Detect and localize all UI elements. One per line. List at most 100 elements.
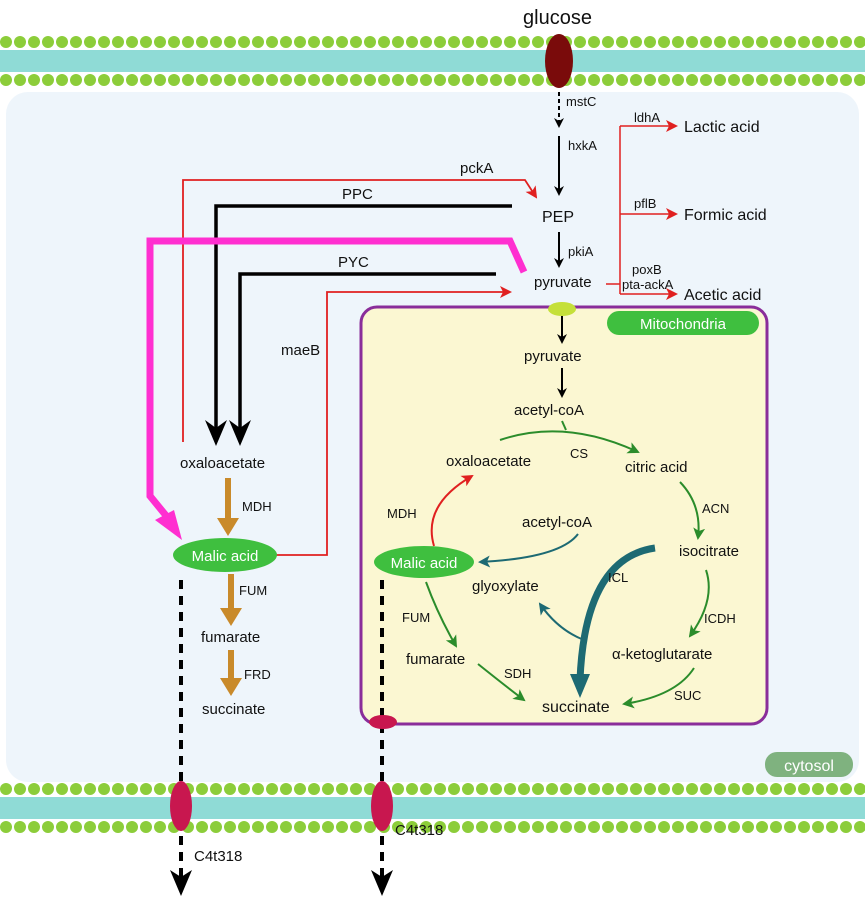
lipid-head bbox=[756, 36, 768, 48]
cs-arrow bbox=[499, 430, 640, 454]
lactic-acid-label: Lactic acid bbox=[684, 119, 760, 136]
lipid-head bbox=[56, 783, 68, 795]
lipid-head bbox=[644, 74, 656, 86]
lipid-head bbox=[504, 821, 516, 833]
lipid-head bbox=[308, 821, 320, 833]
lipid-head bbox=[196, 783, 208, 795]
lipid-head bbox=[224, 821, 236, 833]
left-export-arrowhead bbox=[170, 870, 192, 896]
lipid-head bbox=[574, 783, 586, 795]
lipid-head bbox=[574, 74, 586, 86]
glucose-transporter bbox=[545, 34, 573, 88]
sdh-label: SDH bbox=[504, 666, 531, 681]
lipid-head bbox=[602, 36, 614, 48]
right-export-arrowhead bbox=[371, 870, 393, 896]
oxaloacetate-cytosol-label: oxaloacetate bbox=[180, 455, 265, 472]
lipid-head bbox=[392, 36, 404, 48]
lipid-head bbox=[210, 783, 222, 795]
lipid-head bbox=[350, 74, 362, 86]
lipid-head bbox=[98, 74, 110, 86]
lipid-head bbox=[700, 74, 712, 86]
lipid-head bbox=[84, 36, 96, 48]
lipid-head bbox=[308, 74, 320, 86]
lipid-head bbox=[0, 74, 12, 86]
lipid-head bbox=[322, 36, 334, 48]
lipid-head bbox=[84, 74, 96, 86]
fermentation-branches bbox=[606, 120, 678, 300]
pkia-label: pkiA bbox=[568, 244, 594, 259]
lipid-head bbox=[336, 36, 348, 48]
formic-acid-label: Formic acid bbox=[684, 207, 767, 224]
ppc-path bbox=[214, 204, 512, 440]
lipid-head bbox=[406, 821, 418, 833]
maeb-arrow bbox=[276, 286, 512, 556]
lipid-head bbox=[630, 821, 642, 833]
lipid-head bbox=[644, 36, 656, 48]
lipid-head bbox=[728, 74, 740, 86]
lipid-head bbox=[322, 74, 334, 86]
lipid-head bbox=[196, 821, 208, 833]
lipid-head bbox=[406, 74, 418, 86]
lipid-head bbox=[392, 783, 404, 795]
lipid-head bbox=[168, 36, 180, 48]
lipid-head bbox=[770, 821, 782, 833]
oxaloacetate-mito-label: oxaloacetate bbox=[446, 453, 531, 470]
lipid-head bbox=[140, 821, 152, 833]
lipid-head bbox=[448, 74, 460, 86]
cs-label: CS bbox=[570, 446, 588, 461]
acetyl-coa-label: acetyl-coA bbox=[514, 402, 584, 419]
lipid-head bbox=[0, 36, 12, 48]
lipid-head bbox=[630, 74, 642, 86]
lipid-head bbox=[826, 821, 838, 833]
lipid-head bbox=[294, 36, 306, 48]
lipid-head bbox=[280, 821, 292, 833]
lipid-head bbox=[28, 821, 40, 833]
lipid-head bbox=[854, 783, 865, 795]
lipid-head bbox=[182, 74, 194, 86]
right-c4t318-label: C4t318 bbox=[395, 822, 443, 839]
ms-arrow bbox=[478, 533, 579, 568]
lipid-head bbox=[490, 36, 502, 48]
lipid-head bbox=[714, 36, 726, 48]
lipid-head bbox=[238, 36, 250, 48]
pyc-label: PYC bbox=[338, 254, 369, 271]
lipid-head bbox=[112, 821, 124, 833]
lipid-head bbox=[784, 74, 796, 86]
lipid-head bbox=[70, 74, 82, 86]
lipid-head bbox=[182, 36, 194, 48]
lipid-head bbox=[854, 74, 865, 86]
lipid-head bbox=[42, 74, 54, 86]
lipid-head bbox=[154, 74, 166, 86]
pta-acka-label: pta-ackA bbox=[622, 277, 674, 292]
lipid-head bbox=[476, 821, 488, 833]
lipid-head bbox=[812, 821, 824, 833]
lipid-head bbox=[798, 36, 810, 48]
lipid-head bbox=[378, 36, 390, 48]
lipid-head bbox=[644, 821, 656, 833]
lipid-head bbox=[378, 74, 390, 86]
icdh-label: ICDH bbox=[704, 611, 736, 626]
lipid-head bbox=[336, 821, 348, 833]
lipid-head bbox=[826, 74, 838, 86]
fum-cytosol-arrowhead bbox=[220, 608, 242, 626]
lipid-head bbox=[112, 36, 124, 48]
lipid-head bbox=[532, 36, 544, 48]
lipid-head bbox=[658, 36, 670, 48]
magenta-arrowhead bbox=[155, 510, 182, 540]
pyruvate-cytosol-label: pyruvate bbox=[534, 274, 592, 291]
lipid-head bbox=[42, 821, 54, 833]
lipid-head bbox=[602, 821, 614, 833]
fum-cytosol-label: FUM bbox=[239, 583, 267, 598]
lipid-head bbox=[434, 821, 446, 833]
lipid-head bbox=[840, 36, 852, 48]
lipid-head bbox=[322, 821, 334, 833]
hxka-label: hxkA bbox=[568, 138, 597, 153]
lipid-head bbox=[546, 783, 558, 795]
lipid-head bbox=[210, 74, 222, 86]
lipid-head bbox=[700, 36, 712, 48]
lipid-head bbox=[154, 821, 166, 833]
lipid-head bbox=[98, 821, 110, 833]
lipid-head bbox=[742, 36, 754, 48]
lipid-head bbox=[840, 821, 852, 833]
lipid-head bbox=[462, 783, 474, 795]
